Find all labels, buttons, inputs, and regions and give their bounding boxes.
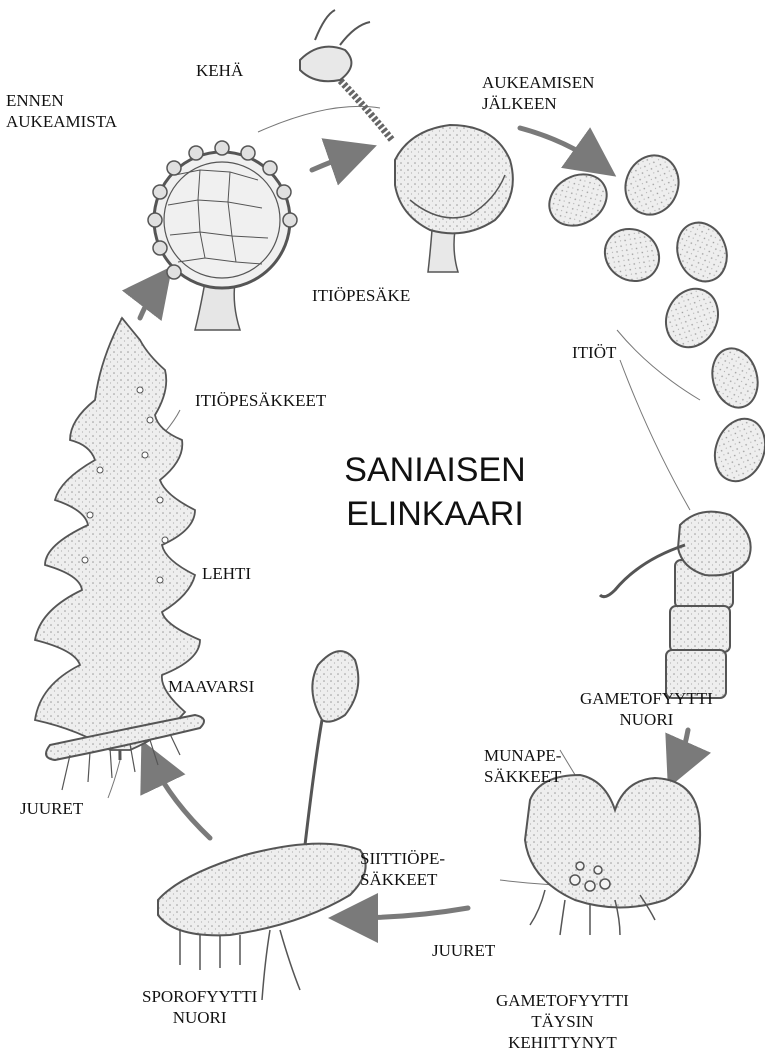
label-gametofyytti-taysin-line-3: KEHITTYNYT xyxy=(496,1032,629,1053)
label-ennen-aukeamista: ENNEN AUKEAMISTA xyxy=(6,90,117,132)
label-aukeamisen-line-2: JÄLKEEN xyxy=(482,93,594,114)
label-gametofyytti-nuori-line-1: GAMETOFYYTTI xyxy=(580,688,713,709)
arrow-sporangium-to-open xyxy=(312,152,358,170)
label-munapesakkeet: MUNAPE- SÄKKEET xyxy=(484,745,561,787)
label-keha: KEHÄ xyxy=(196,60,243,81)
arrow-sporophyte-to-rhizome xyxy=(150,758,210,838)
label-aukeamisen-jalkeen: AUKEAMISEN JÄLKEEN xyxy=(482,72,594,114)
label-ennen-line-2: AUKEAMISTA xyxy=(6,111,117,132)
label-siittiopesakkeet: SIITTIÖPE- SÄKKEET xyxy=(360,848,445,890)
gametophyte-mature xyxy=(525,775,700,935)
fern-frond xyxy=(35,318,204,790)
label-maavarsi: MAAVARSI xyxy=(168,676,254,697)
label-aukeamisen-line-1: AUKEAMISEN xyxy=(482,72,594,93)
label-lehti: LEHTI xyxy=(202,563,251,584)
label-gametofyytti-taysin: GAMETOFYYTTI TÄYSIN KEHITTYNYT xyxy=(496,990,629,1053)
diagram-title: SANIAISEN ELINKAARI xyxy=(305,448,565,536)
label-munapesakkeet-line-1: MUNAPE- xyxy=(484,745,561,766)
sporophyte-young xyxy=(158,651,366,1000)
label-itiopesakkeet: ITIÖPESÄKKEET xyxy=(195,390,326,411)
label-itiot: ITIÖT xyxy=(572,342,616,363)
label-juuret-left: JUURET xyxy=(20,798,83,819)
title-line-1: SANIAISEN xyxy=(305,448,565,492)
label-juuret-bottom: JUURET xyxy=(432,940,495,961)
sporangium-closed xyxy=(148,141,297,330)
arrow-open-to-spores xyxy=(520,128,600,165)
label-itiopesake: ITIÖPESÄKE xyxy=(312,285,410,306)
label-sporofyytti-line-1: SPOROFYYTTI xyxy=(142,986,257,1007)
arrow-gametophyte-to-mature xyxy=(676,730,688,770)
label-gametofyytti-nuori: GAMETOFYYTTI NUORI xyxy=(580,688,713,730)
arrow-mature-to-sporophyte xyxy=(348,908,468,918)
title-line-2: ELINKAARI xyxy=(305,492,565,536)
label-munapesakkeet-line-2: SÄKKEET xyxy=(484,766,561,787)
label-gametofyytti-nuori-line-2: NUORI xyxy=(580,709,713,730)
label-sporofyytti-nuori: SPOROFYYTTI NUORI xyxy=(142,986,257,1028)
label-sporofyytti-line-2: NUORI xyxy=(142,1007,257,1028)
label-ennen-line-1: ENNEN xyxy=(6,90,117,111)
label-siittiopesakkeet-line-2: SÄKKEET xyxy=(360,869,445,890)
sporangium-open xyxy=(300,10,513,272)
arrow-frond-to-sporangium xyxy=(140,282,160,318)
label-gametofyytti-taysin-line-2: TÄYSIN xyxy=(496,1011,629,1032)
label-siittiopesakkeet-line-1: SIITTIÖPE- xyxy=(360,848,445,869)
gametophyte-young xyxy=(600,512,751,698)
label-gametofyytti-taysin-line-1: GAMETOFYYTTI xyxy=(496,990,629,1011)
